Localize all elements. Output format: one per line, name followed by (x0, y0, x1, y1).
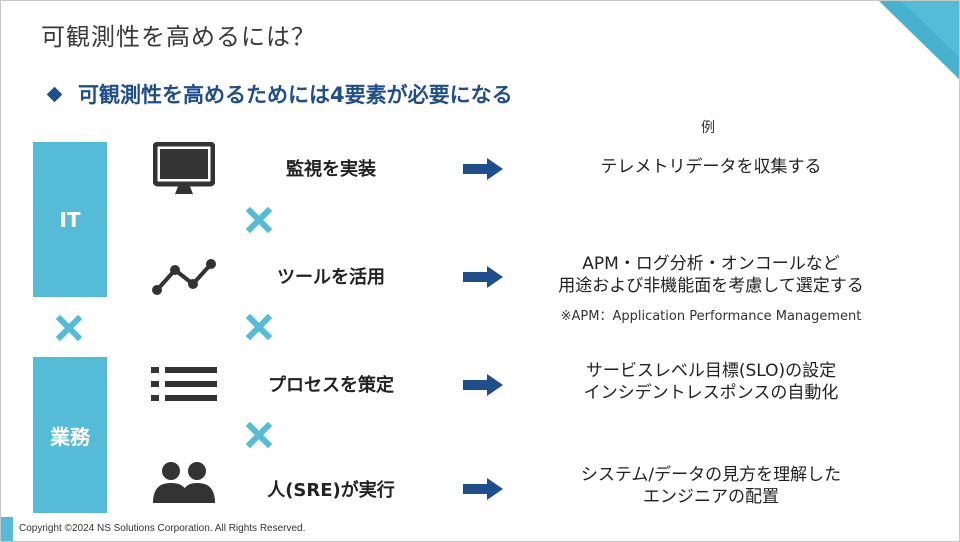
times-icon (246, 207, 272, 233)
row-example: テレメトリデータを収集する (600, 157, 822, 177)
row-label: 人(SRE)が実行 (267, 480, 395, 501)
footnote: ※APM：Application Performance Management (560, 309, 862, 324)
row-label: プロセスを策定 (268, 375, 394, 396)
users-icon (153, 462, 215, 503)
corner-decoration (879, 1, 959, 79)
times-icon (246, 422, 272, 448)
times-icon (246, 314, 272, 340)
page-title: 可観測性を高めるには？ (41, 23, 316, 51)
copyright: Copyright ©2024 NS Solutions Corporation… (19, 523, 306, 534)
example-column-header: 例 (701, 120, 715, 136)
subtitle: 可観測性を高めるためには4要素が必要になる (45, 79, 513, 109)
row-label: ツールを活用 (277, 267, 385, 288)
row-label: 監視を実装 (286, 159, 376, 180)
monitor-icon (153, 142, 215, 194)
list-icon (151, 367, 217, 401)
category-it: IT (33, 142, 107, 297)
row-example: サービスレベル目標(SLO)の設定 インシデントレスポンスの自動化 (583, 361, 839, 403)
arrow-right-icon (463, 266, 503, 288)
times-icon (56, 315, 82, 341)
category-business: 業務 (33, 357, 107, 513)
diamond-bullet-icon (46, 86, 63, 102)
footer-accent (1, 517, 13, 541)
arrow-right-icon (463, 374, 503, 396)
arrow-right-icon (463, 478, 503, 500)
subtitle-text: 可観測性を高めるためには4要素が必要になる (78, 83, 513, 107)
arrow-right-icon (463, 158, 503, 180)
row-example: システム/データの見方を理解した エンジニアの配置 (580, 465, 842, 507)
row-example: APM・ログ分析・オンコールなど 用途および非機能面を考慮して選定する (558, 254, 864, 296)
line-chart-icon (152, 259, 216, 295)
